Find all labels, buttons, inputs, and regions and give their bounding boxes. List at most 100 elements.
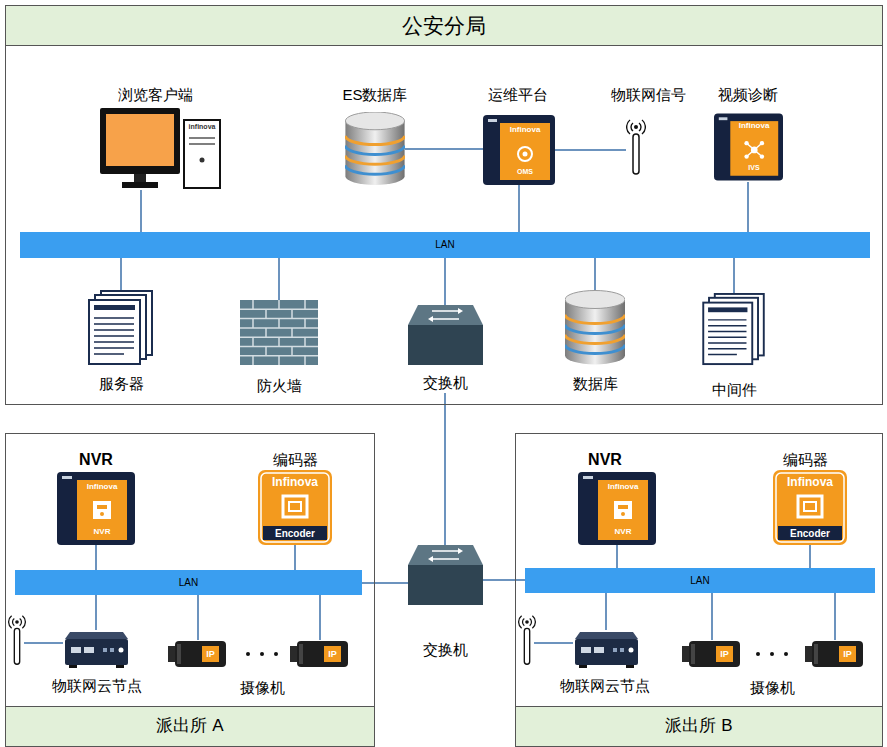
nvr-node: NVRInfinovaNVR (57, 472, 135, 545)
node-label: 防火墙 (209, 376, 349, 396)
middleware-node: 中间件 (702, 293, 766, 366)
ivs-node: 视频诊断InfinovaIVS (714, 112, 783, 182)
camera-node: IP (168, 640, 228, 668)
network-link (294, 545, 296, 570)
device-text: Infinova (500, 125, 550, 135)
node-label: 视频诊断 (678, 85, 818, 105)
switch-icon (408, 305, 483, 365)
node-label: IP (716, 647, 733, 661)
device-text: Encoder (262, 527, 328, 540)
node-label: 服务器 (51, 374, 191, 394)
network-link (834, 593, 836, 640)
encoder-icon (258, 470, 332, 545)
camera-icon (290, 641, 348, 667)
node-label: LAN (525, 568, 875, 593)
node-label: 派出所 A (6, 706, 374, 746)
network-link (605, 593, 607, 630)
antenna-icon (519, 616, 536, 664)
region-box: 派出所 ANVRInfinovaNVR编码器InfinovaEncoderLAN… (5, 433, 375, 747)
node-label: 交换机 (408, 373, 483, 393)
network-link (95, 545, 97, 570)
node-label: 数据库 (525, 374, 665, 394)
antenna-node: 物联网信号 (626, 118, 646, 176)
switch-node: 交换机 (408, 305, 483, 393)
camera-node: IP (805, 640, 865, 668)
group-label: 摄像机 (712, 678, 832, 698)
network-link (197, 595, 199, 640)
group-label: 摄像机 (202, 678, 322, 698)
network-link (278, 258, 280, 300)
encoder-icon (773, 470, 847, 545)
node-label: 编码器 (225, 450, 365, 470)
node-label: 派出所 B (516, 706, 882, 746)
device-text: OMS (500, 167, 550, 177)
network-link (120, 258, 122, 290)
camera-icon (682, 641, 740, 667)
node-label: 浏览客户端 (85, 85, 225, 105)
network-link (518, 185, 520, 232)
server-icon (89, 291, 152, 364)
ivs-icon (714, 113, 783, 180)
node-label: 物联网云节点 (27, 676, 167, 696)
database-node: 数据库 (565, 290, 625, 366)
node-label: 物联网信号 (578, 85, 718, 105)
device-text: IVS (730, 163, 778, 173)
device-text: NVR (77, 527, 127, 537)
device-text: Infinova (77, 482, 127, 492)
node-label: 物联网云节点 (535, 676, 675, 696)
camera-icon (168, 641, 226, 667)
node-label: 运维平台 (448, 85, 588, 105)
ellipsis-dots (756, 652, 788, 656)
node-label: IP (202, 647, 219, 661)
database-icon (345, 112, 404, 185)
node-label: NVR (26, 450, 166, 470)
node-label: 交换机 (408, 640, 483, 660)
iot-node: 物联网云节点 (573, 630, 640, 668)
network-link (405, 148, 483, 150)
network-link (809, 545, 811, 568)
node-label: LAN (15, 570, 362, 595)
node-label: NVR (535, 450, 675, 470)
node-label: IP (324, 647, 341, 661)
nvr-icon (57, 472, 135, 545)
encoder-node: 编码器InfinovaEncoder (258, 470, 332, 545)
encoder-node: 编码器InfinovaEncoder (773, 470, 847, 545)
network-link (95, 595, 97, 630)
iot-node-icon (575, 632, 638, 668)
antenna-wire (24, 642, 63, 644)
network-link (362, 582, 408, 584)
node-label: 公安分局 (6, 6, 882, 46)
pc-icon (100, 108, 220, 188)
device-text: NVR (598, 527, 648, 537)
antenna-icon (627, 120, 646, 174)
network-link (594, 258, 596, 290)
oms-node: 运维平台InfinovaOMS (483, 115, 555, 185)
network-link (444, 258, 446, 305)
nvr-icon (578, 472, 656, 545)
device-text: Infinova (730, 121, 778, 131)
network-link (616, 545, 618, 568)
network-link (733, 258, 735, 293)
antenna-wire (534, 642, 573, 644)
region-box: 公安分局浏览客户端infinovaES数据库运维平台InfinovaOMS物联网… (5, 5, 883, 405)
device-text: Infinova (777, 475, 843, 489)
camera-node: IP (290, 640, 350, 668)
node-label: 编码器 (735, 450, 875, 470)
lan-bar: LAN (20, 232, 870, 258)
camera-icon (805, 641, 863, 667)
server-node: 服务器 (88, 290, 154, 366)
device-text: infinova (184, 122, 220, 132)
firewall-icon (240, 300, 318, 365)
iot-node: 物联网云节点 (63, 630, 130, 668)
lan-bar: LAN (525, 568, 875, 593)
antenna-icon (9, 616, 26, 664)
lan-bar: LAN (15, 570, 362, 595)
ellipsis-dots (246, 652, 278, 656)
client-pc: 浏览客户端infinova (100, 108, 222, 190)
network-link (747, 182, 749, 232)
database-icon (565, 291, 625, 365)
